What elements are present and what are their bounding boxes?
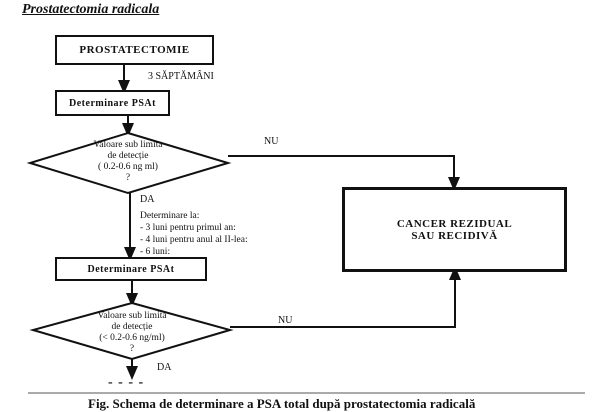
yes2-label: DA [157,362,172,373]
result-line: CANCER REZIDUAL [396,217,513,230]
result-box: CANCER REZIDUAL SAU RECIDIVĂ [342,187,567,272]
schedule-item: - 3 luni pentru primul an: [140,223,236,233]
figure-caption: Fig. Schema de determinare a PSA total d… [88,396,476,411]
schedule-item: - 4 luni pentru anul al II-lea: [140,235,248,245]
decision1-line: ( 0.2-0.6 ng ml) [98,162,158,172]
det1-box: Determinare PSAt [55,90,170,116]
diagram-title: Prostatectomia radicala [22,2,160,17]
no2-label: NU [278,315,293,326]
arrow-no2-to-result [230,266,461,328]
start-label: PROSTATECTOMIE [79,44,190,56]
result-line: SAU RECIDIVĂ [411,229,498,242]
decision1-line: Valoare sub limita [93,140,163,150]
schedule-heading: Determinare la: [140,211,200,221]
decision2-line: ? [129,344,135,354]
decision1-diamond [26,131,232,195]
no1-label: NU [264,136,279,147]
decision2-line: Valoare sub limita [97,311,167,321]
continuation-dashes: - - - - [108,375,145,390]
start-box: PROSTATECTOMIE [55,35,214,65]
decision1-line: de detecție [107,151,149,161]
decision2-text: Valoare sub limita de detecție (< 0.2-0.… [72,311,192,355]
decision1-text: Valoare sub limita de detecție ( 0.2-0.6… [68,140,188,184]
det1-label: Determinare PSAt [69,97,156,109]
decision2-line: de detecție [111,322,153,332]
yes1-label: DA [140,194,155,205]
det2-box: Determinare PSAt [55,257,207,281]
arrow-no1-to-result [228,155,460,191]
schedule-item: - 6 luni: [140,247,171,257]
det2-label: Determinare PSAt [87,263,175,275]
interval-label: 3 SĂPTĂMÂNI [148,71,214,82]
decision2-line: (< 0.2-0.6 ng/ml) [99,333,165,343]
decision1-line: ? [125,173,131,183]
schedule-note: Determinare la: - 3 luni pentru primul a… [140,210,248,258]
